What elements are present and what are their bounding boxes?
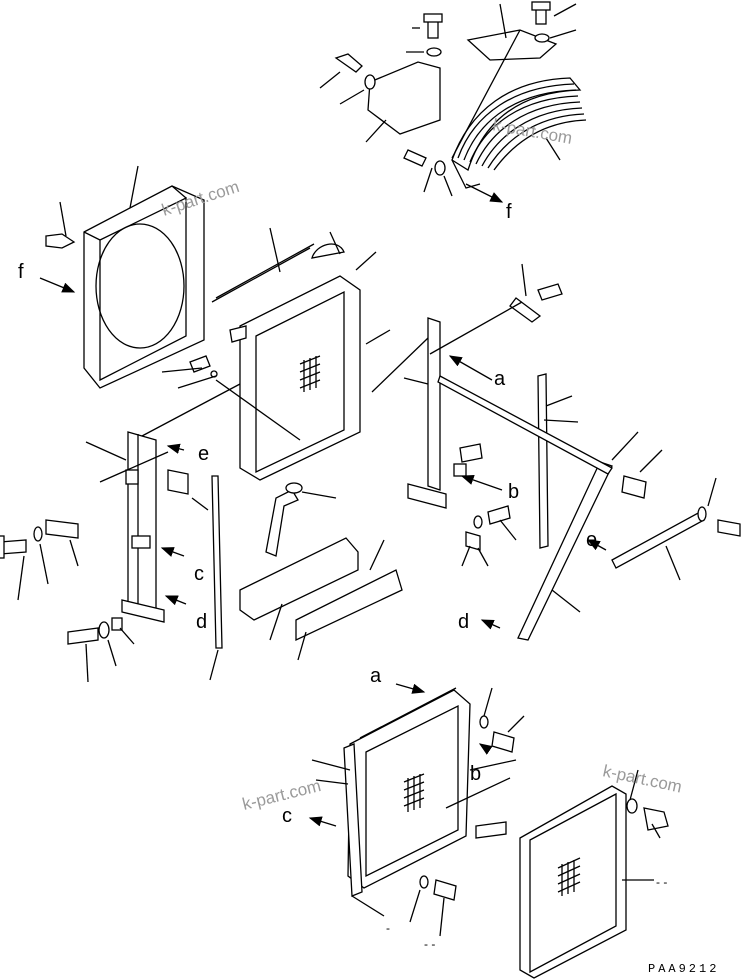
- washer: [33, 526, 43, 542]
- callout-d-right: d: [458, 611, 469, 633]
- bolt: [403, 149, 427, 167]
- bolt: [433, 879, 457, 901]
- washer: [98, 621, 110, 639]
- clip: [111, 617, 123, 631]
- bolt: [427, 19, 439, 39]
- hose-clamp: [285, 482, 303, 494]
- stay-rod: [211, 475, 223, 649]
- radiator-core: [239, 275, 361, 481]
- stay-foot: [121, 599, 165, 623]
- callout-b-right: b: [508, 481, 519, 503]
- stay-clamp: [125, 469, 139, 485]
- bolt: [0, 539, 27, 555]
- bolt: [475, 821, 507, 839]
- bolt-head: [423, 13, 443, 23]
- bolt: [717, 519, 741, 537]
- stay-column: [427, 317, 441, 491]
- guard-mesh: [519, 785, 627, 979]
- callout-d-left: d: [196, 611, 207, 633]
- callout-a-bottom: a: [370, 665, 382, 687]
- callout-c-left: c: [194, 563, 204, 585]
- wing-bolt: [643, 807, 669, 831]
- washer: [534, 33, 550, 43]
- left-stay-group: [0, 383, 241, 683]
- tie-rod: [437, 375, 613, 475]
- bolt: [459, 443, 483, 463]
- bolt-head: [0, 535, 5, 559]
- callout-f-left: f: [18, 261, 24, 283]
- drain-plug: [189, 355, 211, 373]
- callout-f-top: f: [506, 201, 512, 223]
- dash-mark: -: [386, 921, 390, 935]
- bracket-plate: [611, 511, 705, 569]
- dash-mark: - -: [424, 937, 435, 951]
- bottom-assembly-group: [308, 683, 669, 979]
- fan-shroud-group: [39, 165, 205, 389]
- seal-right: [295, 569, 403, 642]
- callout-b-bottom: b: [470, 763, 481, 785]
- dash-mark: - -: [656, 875, 667, 889]
- bolt: [334, 53, 363, 73]
- shroud-opening: [95, 223, 185, 349]
- long-rod: [537, 373, 549, 549]
- diagonal-stay: [517, 461, 613, 641]
- bolt: [537, 283, 563, 301]
- washer: [426, 47, 442, 57]
- radiator-frame: [347, 689, 471, 889]
- washer: [473, 515, 483, 529]
- bolt-head: [531, 1, 551, 11]
- bolt: [487, 505, 511, 525]
- drawing-code: PAA9212: [648, 962, 719, 976]
- bolt: [491, 731, 515, 753]
- bolt: [45, 233, 76, 249]
- clip: [465, 531, 481, 551]
- callout-a-right: a: [494, 368, 506, 390]
- washer: [364, 74, 376, 90]
- stay-foot: [407, 483, 447, 509]
- washer: [697, 506, 707, 522]
- callout-e-left: e: [198, 443, 209, 465]
- bolt: [67, 627, 99, 645]
- fan-guard-group: [319, 1, 587, 203]
- radiator-group: [161, 227, 403, 661]
- seal-left: [239, 537, 359, 621]
- cap-bolt: [229, 325, 247, 343]
- hose: [265, 489, 299, 557]
- washer: [434, 160, 446, 176]
- callout-e-right: e: [586, 529, 597, 551]
- washer: [479, 715, 489, 729]
- bolt: [621, 475, 647, 499]
- bracket-small: [509, 297, 542, 323]
- clip-plate: [45, 519, 79, 539]
- nut: [453, 463, 467, 477]
- watermark: k-part.com: [491, 115, 573, 148]
- washer: [419, 875, 429, 889]
- callout-c-bottom: c: [282, 805, 292, 827]
- stay-clamp: [131, 535, 151, 549]
- right-stay-group: [371, 263, 741, 641]
- washer: [626, 798, 638, 814]
- fan-guard: [451, 77, 582, 171]
- bracket-plate: [367, 61, 441, 135]
- side-stay: [343, 743, 363, 897]
- bolt: [167, 469, 189, 495]
- radiator-cap: [311, 243, 345, 259]
